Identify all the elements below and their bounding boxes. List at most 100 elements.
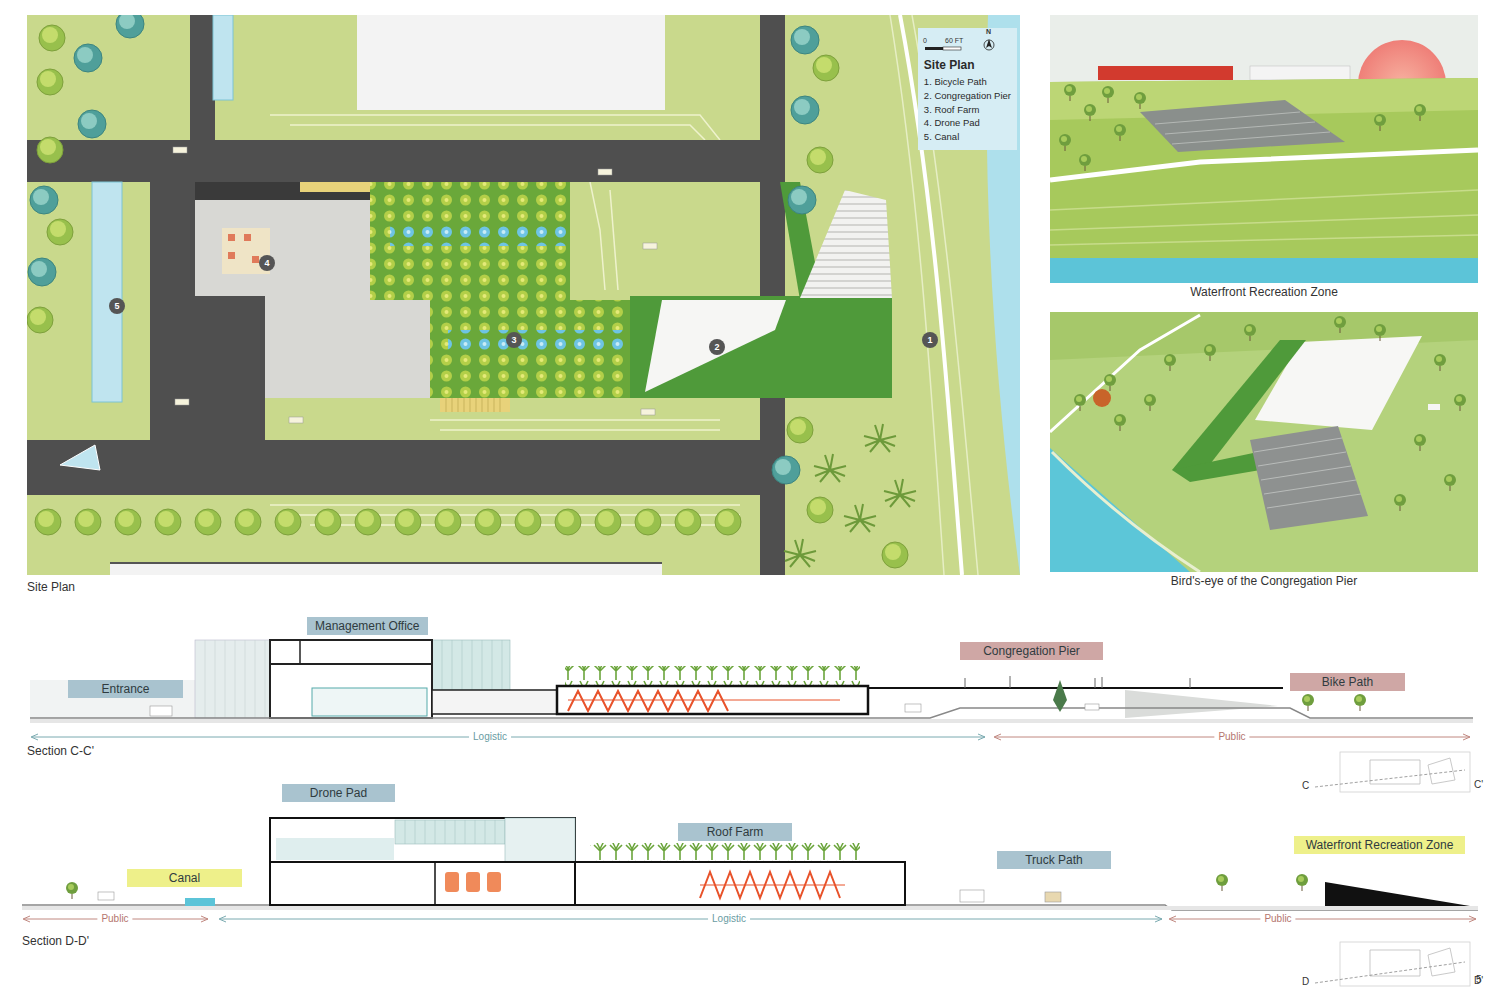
drawing-rect <box>312 688 427 716</box>
section-title: Section D-D' <box>22 934 89 948</box>
drawing-rect <box>505 818 575 862</box>
drawing-polygon <box>1140 100 1345 152</box>
drawing-rect <box>357 15 665 110</box>
drawing-rect <box>1045 892 1061 902</box>
north-arrow-text: N <box>986 28 991 36</box>
drawing-use <box>289 417 303 423</box>
drawing-polygon <box>1050 78 1478 262</box>
drawing-use <box>1374 324 1386 341</box>
drawing-use <box>715 509 741 535</box>
drawing-rect <box>1250 66 1350 80</box>
drawing-use <box>1102 86 1114 103</box>
key-item: 1. Bicycle Path <box>924 75 1011 89</box>
drawing-caption: Bird's-eye of the Congregation Pier <box>1171 574 1357 588</box>
drawing-rect <box>270 818 575 905</box>
drawing-rect <box>27 440 772 495</box>
tag-label: Truck Path <box>1005 853 1103 867</box>
drawing-path <box>1155 112 1330 144</box>
section-key-letter: C <box>1302 780 1309 792</box>
drawing-polygon <box>1428 758 1455 784</box>
drawing-use <box>475 509 501 535</box>
drawing-circle <box>922 332 938 348</box>
section-key-letter: D <box>1302 976 1309 988</box>
drawing-rect <box>228 234 235 241</box>
drawing-use <box>28 258 56 286</box>
drawing-rect <box>30 719 1473 723</box>
scale-text: 60 FT <box>945 37 963 45</box>
drawing-polyline <box>30 708 1473 718</box>
drawing-path <box>965 676 1190 688</box>
drawing-rect <box>960 890 984 902</box>
drawing-use <box>1454 394 1466 411</box>
drawing-path <box>1050 190 1478 210</box>
drawing-use <box>195 509 221 535</box>
drawing-path <box>270 115 720 140</box>
drawing-g <box>445 872 501 892</box>
drawing-use <box>784 539 816 567</box>
tag-label: Bike Path <box>1298 675 1397 689</box>
drawing-polygon <box>60 445 100 470</box>
drawing-use <box>435 509 461 535</box>
drawing-use <box>1444 474 1456 491</box>
drawing-use <box>395 509 421 535</box>
drawing-rect <box>1050 312 1478 572</box>
section-tag: Entrance <box>68 680 183 698</box>
drawing-use <box>235 509 261 535</box>
section-tag: Drone Pad <box>282 784 395 802</box>
drawing-use <box>1074 394 1086 411</box>
drawing-use <box>1144 394 1156 411</box>
drawing-use <box>807 497 833 523</box>
drawing-line <box>270 861 575 863</box>
drawing-use <box>1414 434 1426 451</box>
drawing-use <box>595 509 621 535</box>
drawing-rect <box>445 872 459 892</box>
drawing-use <box>115 509 141 535</box>
drawing-g <box>228 234 259 263</box>
tag-label: Entrance <box>76 682 175 696</box>
drawing-rect <box>244 234 251 241</box>
drawing-path <box>1050 235 1478 245</box>
drawing-use <box>1079 154 1091 171</box>
drawing-rect <box>575 862 905 905</box>
drawing-g <box>27 15 1020 575</box>
drawing-rect <box>92 182 122 402</box>
drawing-use <box>275 509 301 535</box>
drawing-g <box>27 15 785 575</box>
drawing-rect <box>1428 404 1440 410</box>
drawing-use <box>772 456 800 484</box>
zone-label: Public <box>1260 913 1295 925</box>
callout-number: 3 <box>511 335 516 346</box>
section-tag: Roof Farm <box>678 823 792 841</box>
drawing-use <box>641 409 655 415</box>
drawing-use <box>78 110 106 138</box>
drawing-rect <box>1085 704 1099 710</box>
drawing-g <box>205 640 265 718</box>
drawing-use <box>791 26 819 54</box>
drawing-use <box>355 509 381 535</box>
drawing-rect <box>150 295 265 445</box>
drawing-path <box>440 429 720 431</box>
drawing-use <box>75 509 101 535</box>
drawing-path <box>568 700 840 701</box>
drawing-path <box>446 398 500 412</box>
drawing-use <box>66 882 78 899</box>
drawing-rect <box>1050 15 1478 283</box>
drawing-line <box>434 862 436 905</box>
drawing-use <box>1434 354 1446 371</box>
drawing-use <box>1302 694 1314 711</box>
drawing-use <box>1296 874 1308 891</box>
drawing-use <box>1134 92 1146 109</box>
section-tag: Congregation Pier <box>960 642 1103 660</box>
drawing-use <box>173 147 187 153</box>
tag-label: Management Office <box>315 619 420 633</box>
drawing-path <box>568 691 728 711</box>
drawing-use <box>813 55 839 81</box>
drawing-circle <box>506 332 522 348</box>
drawing-path <box>1053 680 1067 712</box>
drawing-circle <box>259 255 275 271</box>
drawing-use <box>39 25 65 51</box>
drawing-use <box>35 509 61 535</box>
drawing-use <box>844 504 876 532</box>
callout-number: 2 <box>714 342 719 353</box>
